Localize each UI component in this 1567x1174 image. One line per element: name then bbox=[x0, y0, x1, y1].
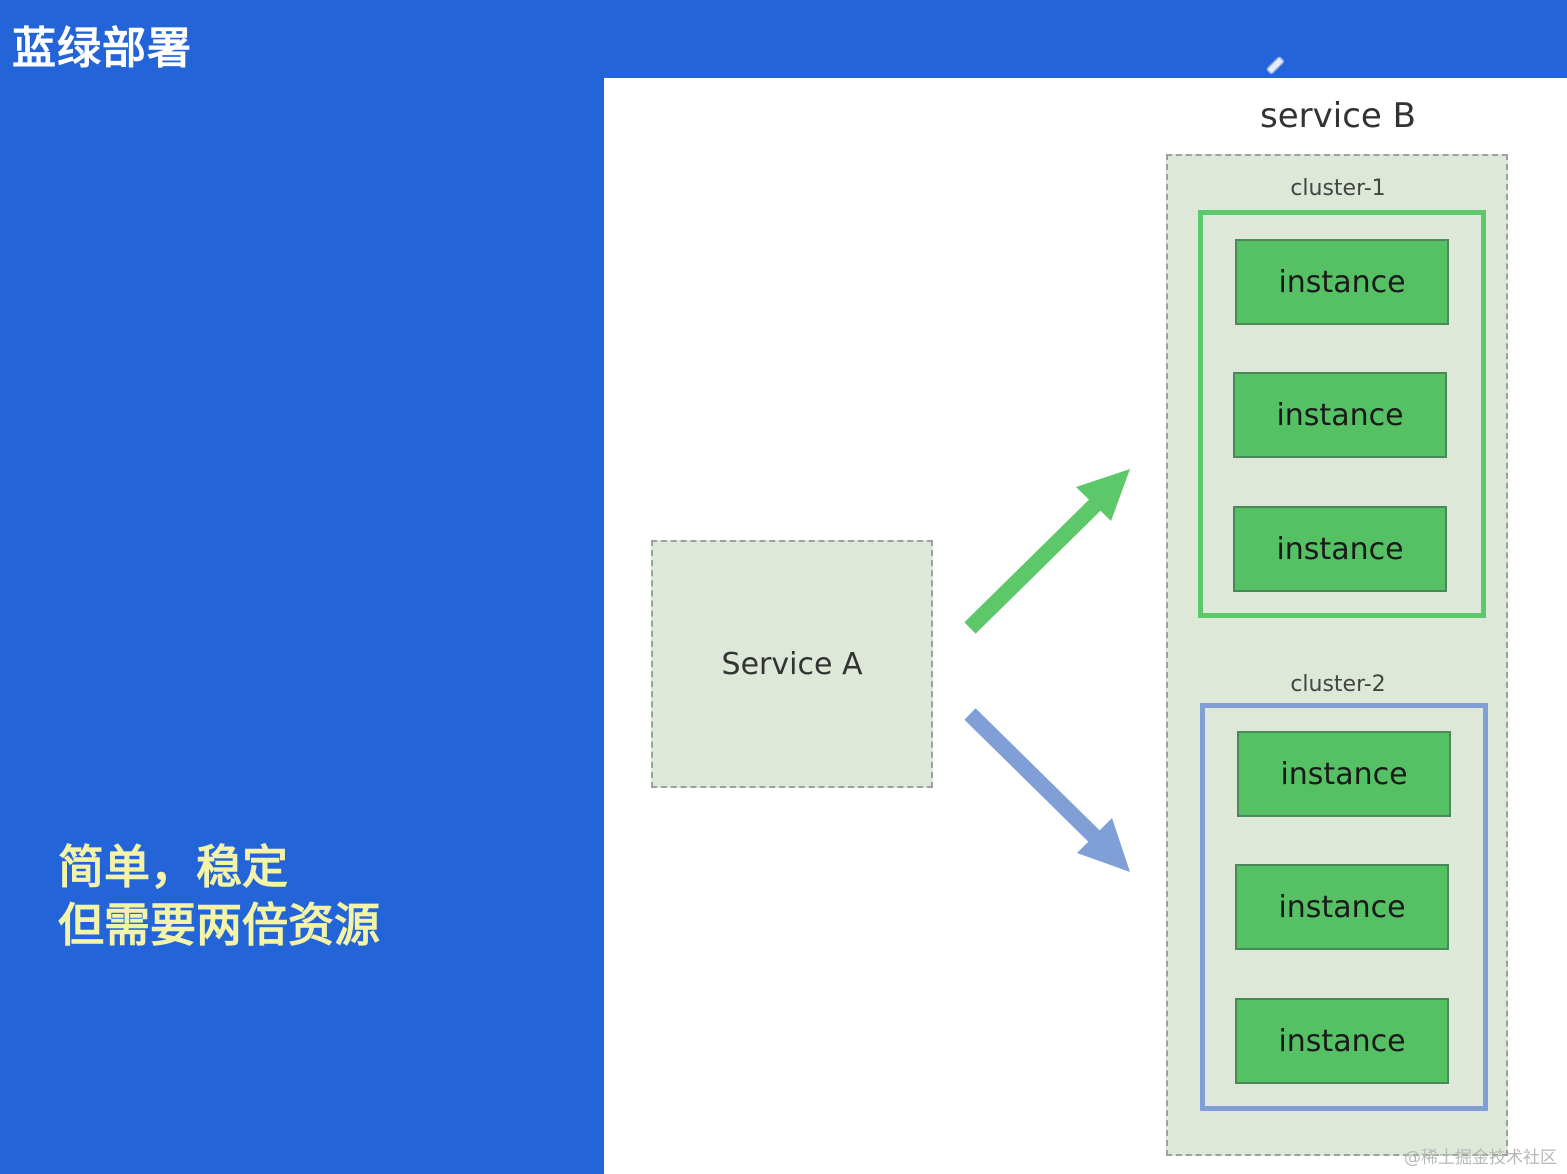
cluster-1-instance-1: instance bbox=[1235, 239, 1449, 325]
slide-title: 蓝绿部署 bbox=[12, 23, 192, 74]
cluster-2-label: cluster-2 bbox=[1290, 672, 1386, 697]
cluster-1-label: cluster-1 bbox=[1290, 176, 1386, 201]
cluster-1-instance-3: instance bbox=[1233, 506, 1447, 592]
service-a-box: Service A bbox=[651, 540, 933, 788]
service-b-title: service B bbox=[1260, 96, 1416, 136]
slide-notes: 简单，稳定 但需要两倍资源 bbox=[58, 838, 380, 954]
cluster-2-instance-1: instance bbox=[1237, 731, 1451, 817]
pencil-icon bbox=[1266, 56, 1285, 75]
note-line-1: 简单，稳定 bbox=[58, 840, 288, 894]
note-line-2: 但需要两倍资源 bbox=[58, 898, 380, 952]
watermark: @稀土掘金技术社区 bbox=[1404, 1148, 1557, 1168]
cluster-1-instance-2: instance bbox=[1233, 372, 1447, 458]
service-a-label: Service A bbox=[721, 646, 863, 682]
cluster-2-instance-2: instance bbox=[1235, 864, 1449, 950]
cluster-2-instance-3: instance bbox=[1235, 998, 1449, 1084]
